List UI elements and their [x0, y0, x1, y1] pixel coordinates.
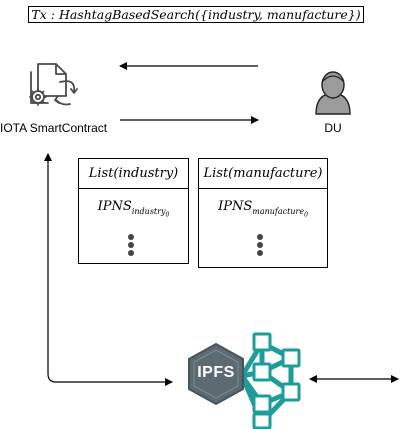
- list-industry-item: IPNSindustry0: [79, 199, 188, 218]
- du-label: DU: [324, 121, 342, 135]
- arrow-contract-to-ipfs: [44, 153, 173, 386]
- user-icon: [315, 71, 351, 115]
- ipfs-network-icon: [188, 332, 301, 429]
- list-industry-item-subsub: 0: [165, 211, 170, 219]
- ipfs-logo-text: IPFS: [197, 364, 235, 381]
- smart-contract-icon: [29, 63, 78, 106]
- list-manufacture-item-main: IPNS: [218, 199, 253, 214]
- transaction-label: Tx : HashtagBasedSearch({industry, manuf…: [28, 6, 364, 23]
- list-industry-header: List(industry): [79, 159, 188, 189]
- smart-contract-label: IOTA SmartContract: [0, 121, 108, 135]
- list-manufacture-item-sub: manufacture: [252, 206, 305, 216]
- list-manufacture-item-subsub: 0: [304, 211, 308, 219]
- list-manufacture-box: List(manufacture) IPNSmanufacture0: [198, 158, 328, 268]
- list-manufacture-header: List(manufacture): [199, 159, 327, 189]
- list-industry-ellipsis: [128, 234, 134, 256]
- list-manufacture-item: IPNSmanufacture0: [199, 199, 327, 218]
- list-industry-item-main: IPNS: [97, 199, 132, 214]
- list-industry-box: List(industry) IPNSindustry0: [78, 158, 189, 264]
- list-manufacture-ellipsis: [257, 234, 263, 256]
- list-industry-item-sub: industry: [131, 206, 166, 216]
